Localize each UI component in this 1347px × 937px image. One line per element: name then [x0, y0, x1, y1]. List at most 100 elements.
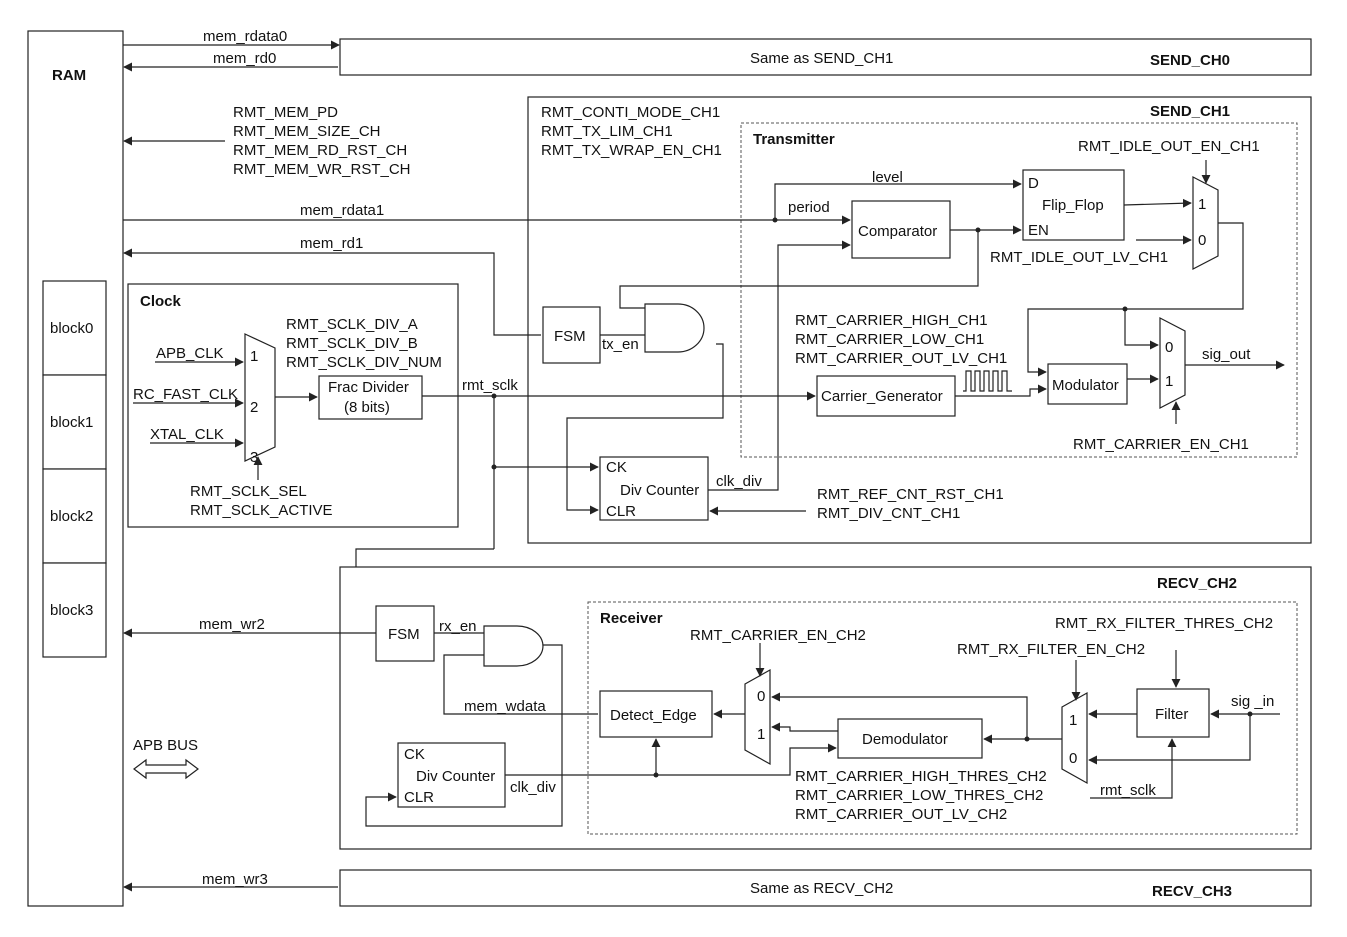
- carrier-low-ch1: RMT_CARRIER_LOW_CH1: [795, 331, 984, 348]
- sclk-active-label: RMT_SCLK_ACTIVE: [190, 502, 333, 519]
- mem-rdata1-label: mem_rdata1: [300, 202, 384, 219]
- recv-carrier-mux: [744, 668, 771, 766]
- ram-block0: [42, 280, 107, 376]
- block1-label: block1: [50, 414, 93, 431]
- mem-rd0-label: mem_rd0: [213, 50, 276, 67]
- sig-out-label: sig_out: [1202, 346, 1251, 363]
- send-ch1: SEND_CH1 RMT_CONTI_MODE_CH1 RMT_TX_LIM_C…: [123, 96, 1312, 544]
- mem-registers: RMT_MEM_PD RMT_MEM_SIZE_CH RMT_MEM_RD_RS…: [123, 104, 411, 178]
- carrier-en-ch2-label: RMT_CARRIER_EN_CH2: [690, 627, 866, 644]
- ram-block3: [42, 562, 107, 658]
- recv-fsm-block: [375, 605, 435, 662]
- carrier-outlv-ch1: RMT_CARRIER_OUT_LV_CH1: [795, 350, 1007, 367]
- send-ch1-title: SEND_CH1: [1150, 103, 1230, 120]
- mem-wr2-label: mem_wr2: [199, 616, 265, 633]
- carrier-high-thres-ch2: RMT_CARRIER_HIGH_THRES_CH2: [795, 768, 1047, 785]
- idle-mux: [1192, 176, 1219, 270]
- mem-reg-size: RMT_MEM_SIZE_CH: [233, 123, 381, 140]
- recv-ch3-note: Same as RECV_CH2: [750, 880, 893, 897]
- carrier-en-ch1-label: RMT_CARRIER_EN_CH1: [1073, 436, 1249, 453]
- ram-block2: [42, 468, 107, 564]
- idle-mux-in1: 1: [1198, 196, 1206, 213]
- carrier-mux: [1159, 317, 1186, 409]
- mem-rdata0-label: mem_rdata0: [203, 28, 287, 45]
- recv-fsm-label: FSM: [388, 626, 420, 643]
- filter-label: Filter: [1155, 706, 1188, 723]
- period-label: period: [788, 199, 830, 216]
- mem-reg-rd-rst: RMT_MEM_RD_RST_CH: [233, 142, 407, 159]
- send-ch0-title: SEND_CH0: [1150, 52, 1230, 69]
- ram-block: RAM block0 block1 block2 block3: [27, 30, 124, 907]
- recv-rmt-sclk-label: rmt_sclk: [1100, 782, 1156, 799]
- sclk-div-b-label: RMT_SCLK_DIV_B: [286, 335, 418, 352]
- recv-ck-label: CK: [404, 746, 425, 763]
- clock-mux-pin1: 1: [250, 348, 258, 365]
- recv-ch2: RECV_CH2 FSM mem_wr2 rx_en mem_wdata CK …: [123, 566, 1312, 850]
- sclk-div-num-label: RMT_SCLK_DIV_NUM: [286, 354, 442, 371]
- transmitter-region: [740, 122, 1298, 458]
- ref-cnt-rst-label: RMT_REF_CNT_RST_CH1: [817, 486, 1004, 503]
- recv-clk-div-label: clk_div: [510, 779, 556, 796]
- detect-edge-block: [599, 690, 713, 738]
- send-ck-label: CK: [606, 459, 627, 476]
- carrier-outlv-ch2: RMT_CARRIER_OUT_LV_CH2: [795, 806, 1007, 823]
- send-fsm-label: FSM: [554, 328, 586, 345]
- rc-fast-clk-label: RC_FAST_CLK: [133, 386, 238, 403]
- filter-mux-in0: 0: [1069, 750, 1077, 767]
- send-ch0-note: Same as SEND_CH1: [750, 50, 893, 67]
- recv-div-counter-label: Div Counter: [416, 768, 495, 785]
- level-label: level: [872, 169, 903, 186]
- carrier-generator-label: Carrier_Generator: [821, 388, 943, 405]
- modulator-block: [1047, 363, 1128, 405]
- receiver-region: [587, 601, 1298, 835]
- xtal-clk-label: XTAL_CLK: [150, 426, 224, 443]
- demodulator-label: Demodulator: [862, 731, 948, 748]
- carrier-waveform-icon: [963, 370, 1012, 392]
- carrier-generator-block: [816, 375, 956, 417]
- clock-mux-pin2: 2: [250, 399, 258, 416]
- recv-ch2-title: RECV_CH2: [1157, 575, 1237, 592]
- ram-block1: [42, 374, 107, 470]
- sclk-div-a-label: RMT_SCLK_DIV_A: [286, 316, 418, 333]
- ram-title: RAM: [52, 67, 86, 84]
- comparator-label: Comparator: [858, 223, 937, 240]
- frac-divider-block: [318, 375, 423, 420]
- sclk-sel-label: RMT_SCLK_SEL: [190, 483, 307, 500]
- block0-label: block0: [50, 320, 93, 337]
- comparator-block: [851, 200, 951, 259]
- send-ch0: Same as SEND_CH1 SEND_CH0 mem_rdata0 mem…: [123, 28, 1312, 76]
- ff-en-label: EN: [1028, 222, 1049, 239]
- carrier-low-thres-ch2: RMT_CARRIER_LOW_THRES_CH2: [795, 787, 1043, 804]
- block2-label: block2: [50, 508, 93, 525]
- apb-bus-label: APB BUS: [133, 737, 198, 754]
- recv-ch3-title: RECV_CH3: [1152, 883, 1232, 900]
- apb-bus-arrow-icon: [133, 758, 199, 780]
- clock-mux-pin3: 3: [250, 449, 258, 466]
- carrier-high-ch1: RMT_CARRIER_HIGH_CH1: [795, 312, 988, 329]
- mem-wdata-label: mem_wdata: [464, 698, 546, 715]
- carrier-mux-in0: 0: [1165, 339, 1173, 356]
- rx-en-label: rx_en: [439, 618, 477, 635]
- frac-divider-line2: (8 bits): [344, 399, 390, 416]
- idle-mux-in0: 0: [1198, 232, 1206, 249]
- filter-en-label: RMT_RX_FILTER_EN_CH2: [957, 641, 1145, 658]
- idle-out-en-label: RMT_IDLE_OUT_EN_CH1: [1078, 138, 1260, 155]
- filter-mux: [1061, 691, 1088, 785]
- recv-div-counter-block: [397, 742, 506, 808]
- rmt-sclk-label: rmt_sclk: [462, 377, 518, 394]
- recv-ch3: Same as RECV_CH2 RECV_CH3 mem_wr3: [123, 869, 1312, 907]
- sig-in-label: sig _in: [1231, 693, 1274, 710]
- flip-flop-block: [1022, 169, 1125, 241]
- carrier-mux-in1: 1: [1165, 373, 1173, 390]
- recv-clr-label: CLR: [404, 789, 434, 806]
- ff-d-label: D: [1028, 175, 1039, 192]
- filter-block: [1136, 688, 1210, 738]
- clock-title: Clock: [140, 293, 182, 310]
- mem-wr3-label: mem_wr3: [202, 871, 268, 888]
- mem-reg-wr-rst: RMT_MEM_WR_RST_CH: [233, 161, 411, 178]
- transmitter-title: Transmitter: [753, 131, 835, 148]
- mem-reg-pd: RMT_MEM_PD: [233, 104, 338, 121]
- block3-label: block3: [50, 602, 93, 619]
- apb-clk-label: APB_CLK: [156, 345, 224, 362]
